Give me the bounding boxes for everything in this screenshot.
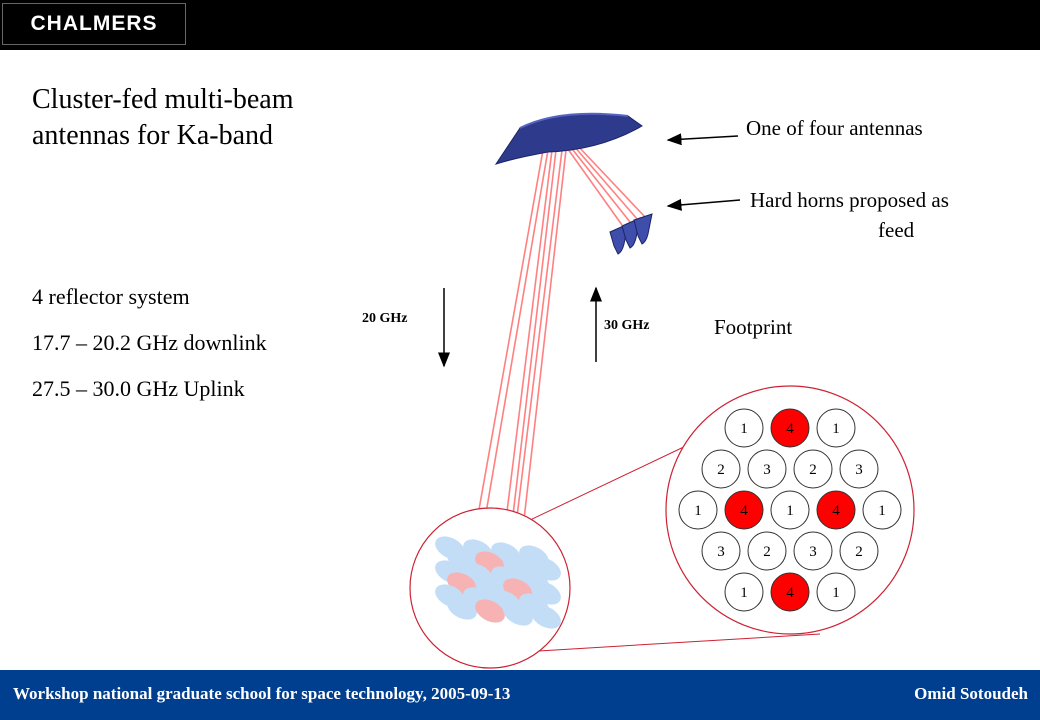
beam-cell-label: 2	[763, 544, 771, 560]
small-beam-cluster	[435, 536, 561, 629]
title-line-2: antennas for Ka-band	[32, 120, 274, 151]
logo-text: CHALMERS	[30, 12, 158, 35]
footer-event-text: Workshop national graduate school for sp…	[13, 684, 511, 703]
beam-cell-label: 1	[694, 503, 702, 519]
beam-cell	[839, 449, 879, 489]
beam-cell	[770, 572, 810, 612]
beam-cell-label: 3	[855, 462, 863, 478]
beam-cell-label: 3	[763, 462, 771, 478]
beam-cell-label: 4	[740, 503, 748, 519]
beam-cell-label: 4	[786, 421, 794, 437]
beam-cell-label: 2	[717, 462, 725, 478]
reflector-dish	[494, 113, 643, 165]
beam-cell-label: 3	[809, 544, 817, 560]
beam-cell-label: 2	[855, 544, 863, 560]
bullet-item: 4 reflector system	[32, 284, 190, 309]
beam-cell	[862, 490, 902, 530]
slide-title: Cluster-fed multi-beam antennas for Ka-b…	[32, 82, 293, 154]
beam-cell	[701, 449, 741, 489]
beam-cell	[816, 572, 856, 612]
beam-cell	[816, 408, 856, 448]
ray-line	[568, 144, 631, 223]
ray-line	[469, 149, 544, 561]
antenna-callout: One of four antennas	[746, 116, 923, 140]
beam-cell-label: 4	[832, 503, 840, 519]
beam-cell-label: 1	[832, 585, 840, 601]
ray-line	[477, 149, 549, 561]
ray-line	[564, 144, 623, 226]
footer-bar: Workshop national graduate school for sp…	[0, 670, 1040, 720]
beam-cell	[747, 531, 787, 571]
beam-cell	[770, 408, 810, 448]
bullet-item: 17.7 – 20.2 GHz downlink	[32, 330, 267, 355]
horns-callout-line-1: Hard horns proposed as	[750, 188, 949, 212]
beam-cell	[724, 408, 764, 448]
chalmers-logo: CHALMERS	[2, 3, 186, 45]
beam-cell	[724, 572, 764, 612]
beam-cell-label: 2	[809, 462, 817, 478]
small-beam-ellipse	[503, 602, 533, 626]
small-beam-ellipse	[475, 599, 505, 623]
beam-cell-label: 1	[740, 421, 748, 437]
small-beam-ellipse	[447, 596, 477, 620]
beam-cell	[678, 490, 718, 530]
footprint-label: Footprint	[714, 315, 793, 339]
footer-author-text: Omid Sotoudeh	[914, 684, 1028, 703]
beam-cell	[701, 531, 741, 571]
beam-cell-label: 1	[832, 421, 840, 437]
beam-cell-label: 1	[786, 503, 794, 519]
beam-cell	[793, 531, 833, 571]
zoom-line-bottom	[521, 633, 821, 653]
horn-icon	[633, 213, 653, 245]
beam-cell-label: 4	[786, 585, 794, 601]
beam-cell	[793, 449, 833, 489]
beam-cell	[747, 449, 787, 489]
ray-line	[576, 144, 647, 219]
beam-cell-label: 3	[717, 544, 725, 560]
beam-cell	[816, 490, 856, 530]
beam-cell-label: 1	[740, 585, 748, 601]
beam-cell-label: 1	[878, 503, 886, 519]
horns-callout-line-2: feed	[878, 218, 915, 242]
beam-cell	[770, 490, 810, 530]
bullet-list: 4 reflector system 17.7 – 20.2 GHz downl…	[32, 282, 267, 420]
downlink-freq-label: 20 GHz	[362, 311, 408, 326]
reflector-rim	[519, 112, 629, 129]
beam-cell-grid: 1 4 1 2 3 2 3 1 4 1 4 1 3 2 3 2 1 4 1	[678, 408, 902, 612]
antenna-callout-arrow	[666, 133, 739, 146]
ray-line	[572, 144, 639, 221]
bullet-item: 27.5 – 30.0 GHz Uplink	[32, 376, 245, 401]
horns-callout-arrow	[666, 198, 741, 211]
beam-cell	[839, 531, 879, 571]
small-beam-ellipse	[531, 605, 561, 629]
feed-horns	[609, 213, 653, 255]
uplink-freq-label: 30 GHz	[604, 318, 650, 333]
title-line-1: Cluster-fed multi-beam	[32, 84, 294, 115]
beam-cell	[724, 490, 764, 530]
top-bar: CHALMERS	[0, 0, 1040, 50]
